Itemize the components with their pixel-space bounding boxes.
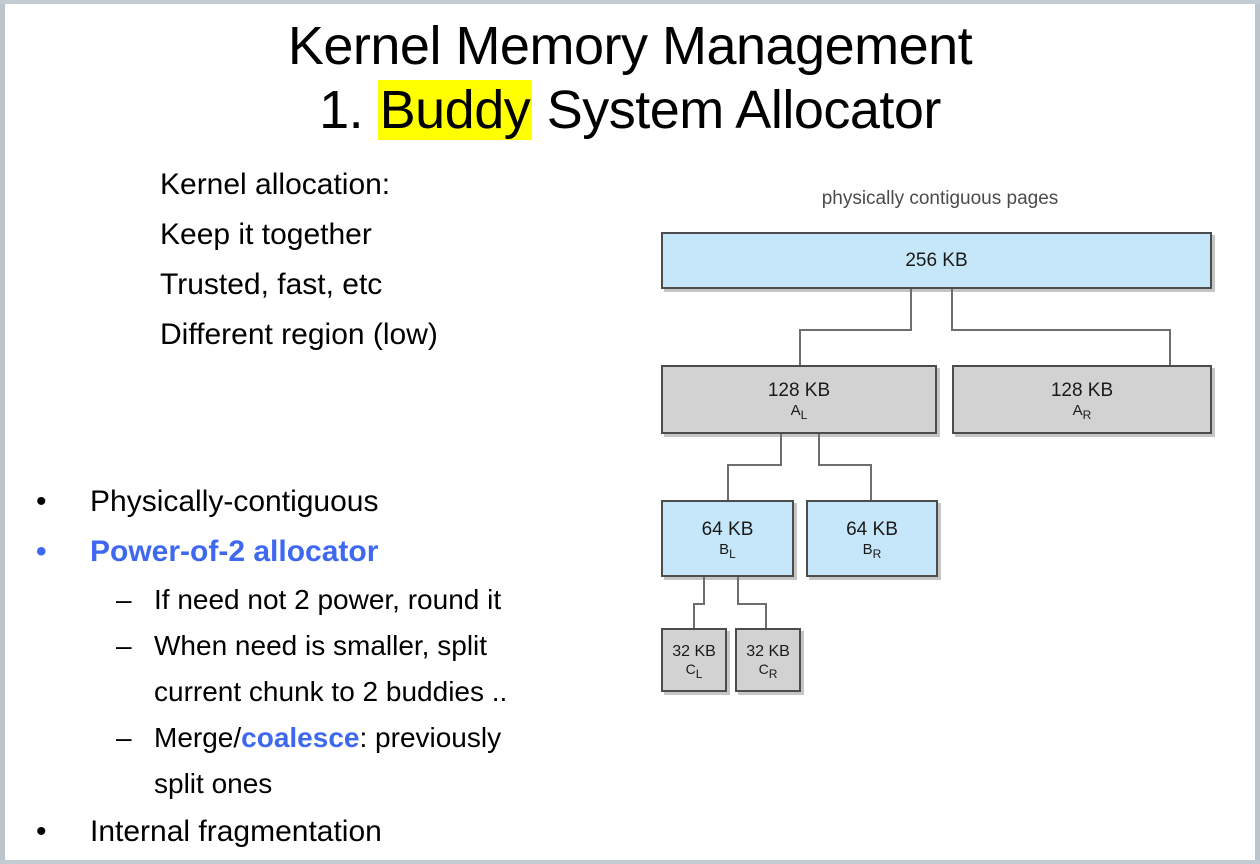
slide-border-top [0,0,1260,4]
connector-al-left-stub [780,434,782,465]
node-size-label: 64 KB [846,519,898,540]
bullet-power-of-2-allocator: • Power-of-2 allocator [28,527,648,577]
node-128kb-al: 128 KB AL [661,365,937,434]
node-tag-label: BL [719,541,736,561]
keyword-coalesce: coalesce [241,722,360,753]
subbullet-merge-coalesce: – Merge/coalesce: previously split ones [28,715,648,807]
dash-icon: – [116,722,132,753]
connector-root-right-span [951,329,1171,331]
title-suffix: System Allocator [532,80,942,140]
connector-al-right-stub [818,434,820,465]
node-tag-label: CR [758,660,778,681]
title-highlight-buddy: Buddy [377,80,533,140]
node-64kb-br: 64 KB BR [806,500,938,577]
bullet-list: • Physically-contiguous • Power-of-2 all… [28,477,648,857]
node-tag-label: AR [1072,402,1092,422]
title-number: 1. [319,80,378,140]
node-32kb-cl: 32 KB CL [661,628,727,692]
subbullet-label-cont: split ones [154,768,273,799]
bullet-dot-icon: • [36,485,47,518]
bullet-label: Power-of-2 allocator [90,535,379,568]
connector-al-drop [799,329,801,365]
node-tag-label: AL [790,402,808,422]
bullet-dot-icon: • [36,815,47,848]
slide-border-right [1255,0,1260,864]
bullet-dot-icon: • [36,535,47,568]
dash-icon: – [116,584,132,615]
slide-title: Kernel Memory Management 1. Buddy System… [0,14,1260,142]
slide-border-left [0,0,5,864]
node-tag-label: BR [862,541,882,561]
title-line-1: Kernel Memory Management [287,16,973,76]
intro-text-block: Kernel allocation: Keep it together Trus… [160,160,680,360]
title-line-2: 1. Buddy System Allocator [0,78,1260,142]
diagram-caption: physically contiguous pages [821,188,1059,209]
dash-icon: – [116,630,132,661]
node-tag-label: CL [685,660,703,681]
connector-bl-right-stub [737,577,739,604]
node-size-label: 32 KB [746,642,790,660]
connector-bl-right-span [737,603,767,605]
node-size-label: 128 KB [1050,380,1114,401]
subbullet-label-post: : previously [359,722,502,753]
node-64kb-bl: 64 KB BL [661,500,794,577]
connector-al-left-span [727,464,782,466]
connector-cr-drop [765,603,767,628]
intro-line-4: Different region (low) [160,318,438,351]
node-size-label: 128 KB [767,380,831,401]
connector-root-left-stub [910,289,912,330]
subbullet-split-chunk: – When need is smaller, split current ch… [28,623,648,715]
connector-root-right-stub [951,289,953,330]
bullet-label: Internal fragmentation [90,815,382,848]
subbullet-label: When need is smaller, split [154,630,488,661]
intro-line-1: Kernel allocation: [160,168,391,201]
node-size-label: 64 KB [701,519,754,540]
node-128kb-ar: 128 KB AR [952,365,1212,434]
intro-line-2: Keep it together [160,218,372,251]
subbullet-label-pre: Merge/ [154,722,242,753]
connector-br-drop [870,464,872,500]
subbullet-round-it: – If need not 2 power, round it [28,577,648,623]
bullet-internal-fragmentation: • Internal fragmentation [28,807,648,857]
node-size-label: 32 KB [672,642,716,660]
connector-bl-left-span [693,603,705,605]
connector-root-left-span [799,329,912,331]
node-size-label: 256 KB [905,250,968,271]
intro-line-3: Trusted, fast, etc [160,268,383,301]
subbullet-label-cont: current chunk to 2 buddies .. [154,676,508,707]
bullet-label: Physically-contiguous [90,485,379,518]
connector-ar-drop [1169,329,1171,365]
connector-al-right-span [818,464,872,466]
node-32kb-cr: 32 KB CR [735,628,801,692]
subbullet-label: If need not 2 power, round it [154,584,502,615]
connector-bl-drop [727,464,729,500]
slide-border-bottom [0,860,1260,864]
connector-bl-left-stub [703,577,705,604]
buddy-allocator-diagram: physically contiguous pages 256 KB 128 K… [640,180,1240,710]
bullet-physically-contiguous: • Physically-contiguous [28,477,648,527]
node-256kb: 256 KB [661,232,1212,289]
connector-cl-drop [693,603,695,628]
